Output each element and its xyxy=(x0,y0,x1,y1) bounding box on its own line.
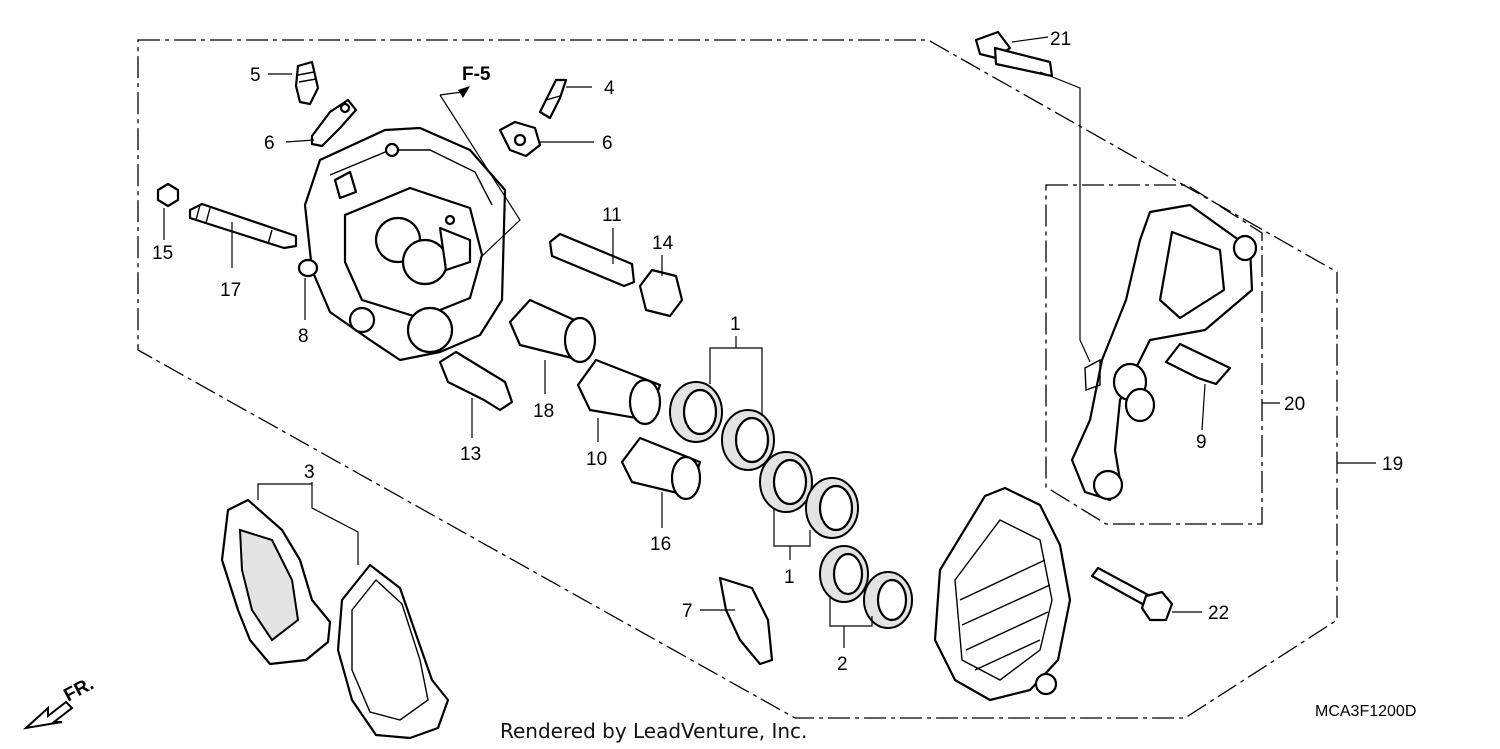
seal-set-1-lower xyxy=(759,451,859,539)
callout-10: 10 xyxy=(586,449,607,470)
piston-18 xyxy=(508,298,597,364)
callout-2: 2 xyxy=(837,654,848,675)
pin-bolt-17 xyxy=(188,202,298,250)
callout-16: 16 xyxy=(650,534,671,555)
assembly-boundary xyxy=(137,39,1338,719)
callout-8: 8 xyxy=(298,326,309,347)
brake-pad-inner xyxy=(336,563,450,740)
callout-15: 15 xyxy=(152,243,173,264)
callout-19: 19 xyxy=(1382,454,1403,475)
seal-set-1-upper xyxy=(669,381,775,471)
clip-9 xyxy=(1164,342,1232,386)
brake-pad-outer xyxy=(220,498,332,666)
callout-13: 13 xyxy=(460,444,481,465)
callout-14: 14 xyxy=(652,233,674,254)
callout-11: 11 xyxy=(602,205,622,226)
caliper-cover xyxy=(933,486,1072,702)
seal-set-2 xyxy=(819,545,913,629)
pad-spring-7 xyxy=(718,576,774,666)
front-direction-arrow xyxy=(22,700,74,730)
pin-13 xyxy=(438,350,514,412)
bracket-boundary xyxy=(1045,184,1263,525)
diagram-ref-code: MCA3F1200D xyxy=(1315,703,1416,720)
leader-lines xyxy=(163,36,1376,648)
f5-arrowhead xyxy=(458,86,470,98)
caliper-bracket-20 xyxy=(1070,203,1258,502)
boot-14 xyxy=(638,268,684,318)
callout-6-left: 6 xyxy=(264,133,275,154)
callout-9: 9 xyxy=(1196,432,1207,453)
callout-5: 5 xyxy=(250,65,261,86)
callout-17: 17 xyxy=(220,280,241,301)
section-ref-f5: F-5 xyxy=(462,64,491,85)
f5-leader xyxy=(439,91,521,259)
callout-1-lower: 1 xyxy=(784,567,795,588)
callout-3: 3 xyxy=(304,462,315,483)
piston-10 xyxy=(576,358,662,426)
callout-6-right: 6 xyxy=(602,133,613,154)
piston-16 xyxy=(620,436,702,501)
bolt-21 xyxy=(974,30,1054,78)
callout-22: 22 xyxy=(1208,603,1229,624)
callout-4: 4 xyxy=(604,78,615,99)
footer-credit: Rendered by LeadVenture, Inc. xyxy=(500,719,807,743)
callout-21: 21 xyxy=(1050,29,1071,50)
callout-20: 20 xyxy=(1284,394,1305,415)
callout-7: 7 xyxy=(682,601,693,622)
bolt-22 xyxy=(1090,566,1174,622)
nut-15 xyxy=(156,182,180,208)
washer-8 xyxy=(297,258,319,278)
bleeder-screw-4 xyxy=(538,78,568,120)
bleeder-screw-5 xyxy=(294,60,320,106)
pin-11 xyxy=(548,232,636,288)
caliper-body xyxy=(303,126,507,362)
callout-18: 18 xyxy=(533,401,554,422)
callout-1-upper: 1 xyxy=(730,314,741,335)
